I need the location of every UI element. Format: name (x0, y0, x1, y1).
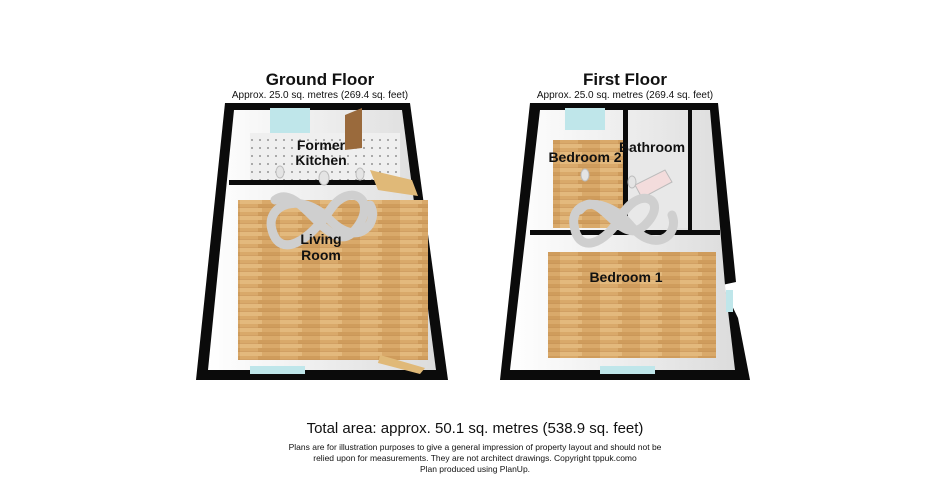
ground-floor-title: Ground Floor (265, 70, 375, 89)
living-window (250, 366, 305, 374)
bathtub (634, 169, 673, 199)
bedroom1-floor (548, 252, 716, 358)
decorative-swirl (266, 190, 378, 250)
first-decorative-swirl (569, 193, 678, 248)
bedroom2-label: Bedroom 2 (548, 149, 621, 165)
bedroom1-window (600, 366, 655, 374)
first-partition-vertical (623, 108, 628, 232)
bathroom-label: Bathroom (619, 139, 685, 155)
kitchen-label-line2: Kitchen (295, 152, 346, 168)
ground-stairs (370, 170, 418, 196)
bathroom-wall (688, 110, 692, 232)
ground-floor-plan: Former Kitchen Living Room (196, 103, 448, 380)
ground-floor-area: Approx. 25.0 sq. metres (269.4 sq. feet) (231, 90, 409, 101)
kitchen-label-line1: Former (297, 137, 346, 153)
first-floor-area: Approx. 25.0 sq. metres (269.4 sq. feet) (536, 90, 714, 101)
kitchen-window (270, 108, 310, 133)
front-door (378, 355, 425, 374)
living-label-line1: Living (300, 231, 341, 247)
disclaimer-line-2: relied upon for measurements. They are n… (313, 453, 637, 463)
bedroom2-window (565, 108, 605, 130)
total-area: Total area: approx. 50.1 sq. metres (538… (306, 420, 644, 437)
first-people-figures (580, 168, 637, 189)
kitchen-door (345, 108, 362, 150)
living-label-line2: Room (301, 247, 341, 263)
first-floor-plan: Bedroom 2 Bathroom Bedroom 1 (500, 103, 750, 380)
disclaimer-line-1: Plans are for illustration purposes to g… (288, 442, 662, 452)
bedroom1-label: Bedroom 1 (589, 269, 662, 285)
disclaimer-line-3: Plan produced using PlanUp. (419, 464, 531, 474)
first-floor-title: First Floor (582, 70, 668, 89)
bedroom1-side-window (726, 290, 733, 312)
people-figures (275, 165, 365, 186)
